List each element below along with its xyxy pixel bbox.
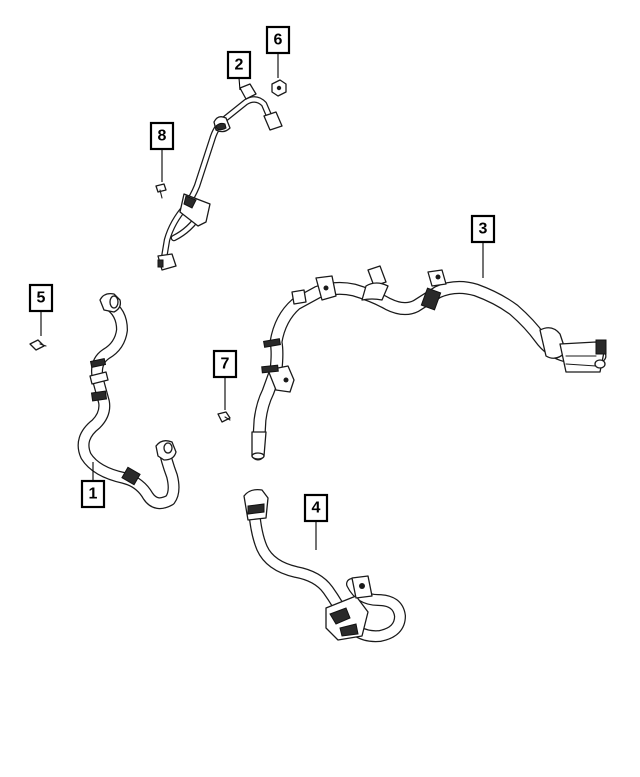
callout-5: 5 — [28, 283, 54, 313]
callout-5-label: 5 — [37, 290, 46, 307]
callout-3: 3 — [470, 214, 496, 244]
part-6-nut — [271, 79, 287, 97]
part-4-hose — [243, 488, 406, 643]
callout-1-label: 1 — [89, 486, 98, 503]
callout-3-label: 3 — [479, 221, 488, 238]
part-5-bolt — [29, 339, 47, 351]
part-3-hose — [251, 265, 607, 461]
part-8-bolt — [155, 183, 167, 199]
callout-8-label: 8 — [158, 128, 167, 145]
callout-2-label: 2 — [235, 57, 244, 74]
part-2-tube — [157, 83, 283, 271]
callout-4-label: 4 — [312, 500, 321, 517]
callout-6-label: 6 — [274, 32, 283, 49]
callout-4: 4 — [303, 493, 329, 523]
callout-7-label: 7 — [221, 356, 230, 373]
callout-7: 7 — [212, 349, 238, 379]
part-7-bolt — [217, 411, 231, 423]
callout-6: 6 — [265, 25, 291, 55]
part-1-hose — [77, 292, 180, 510]
leader-2 — [238, 77, 241, 91]
callout-2: 2 — [226, 50, 252, 80]
callout-1: 1 — [80, 479, 106, 509]
callout-8: 8 — [149, 121, 175, 151]
